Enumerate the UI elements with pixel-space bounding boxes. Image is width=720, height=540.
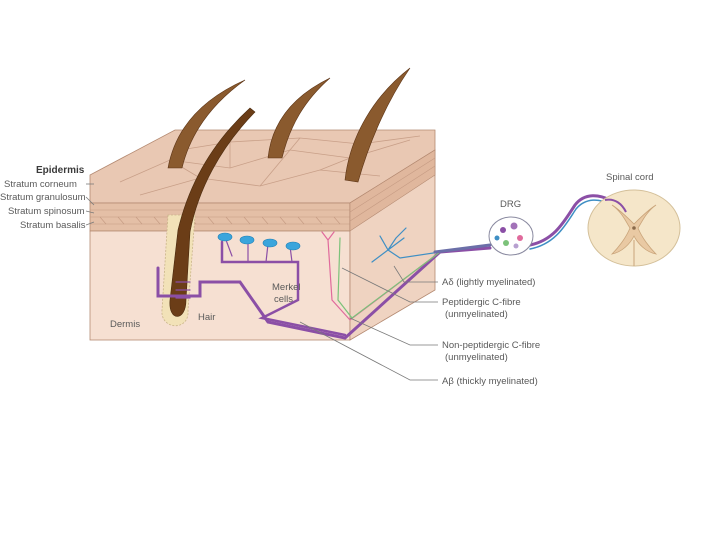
a-beta-fibre-hair — [156, 246, 492, 340]
peptidergic-label-line2: (unmyelinated) — [445, 309, 508, 320]
drg-neuron-2 — [510, 222, 518, 230]
nonpeptidergic-label-line2: (unmyelinated) — [445, 352, 508, 363]
spinal-cord — [587, 189, 681, 267]
peptidergic-label-line1: Peptidergic C-fibre — [442, 297, 521, 308]
merkel-branches — [225, 239, 293, 263]
drg-label: DRG — [500, 199, 521, 210]
a-beta-hair-lanceolate — [175, 281, 191, 299]
hair-shafts — [167, 67, 411, 183]
fibre-leader-lines — [299, 265, 438, 381]
drg-neuron-5 — [494, 235, 500, 241]
a-delta-label: Aδ (lightly myelinated) — [442, 277, 535, 288]
a-beta-fibre-merkel — [220, 240, 347, 337]
merkel-cells-label-line1: Merkel — [272, 282, 301, 293]
drg-neuron-6 — [513, 243, 519, 249]
nonpeptidergic-label-line1: Non-peptidergic C-fibre — [442, 340, 540, 351]
hair-shaft-3 — [344, 67, 411, 183]
drg-neuron-4 — [503, 240, 509, 246]
merkel-cells-label-line2: cells — [274, 294, 293, 305]
nerve-fibres — [156, 194, 612, 340]
skin-block — [89, 129, 436, 341]
hair-shaft-1 — [167, 79, 246, 169]
a-delta-fibre — [371, 227, 441, 263]
stratum-corneum-label: Stratum corneum — [4, 179, 77, 190]
dorsal-root-entry — [604, 198, 627, 213]
merkel-cell-4 — [285, 241, 301, 251]
merkel-cell-2 — [239, 235, 255, 245]
epidermis-label: Epidermis — [36, 165, 85, 176]
merkel-cell-1 — [217, 232, 233, 242]
spinal-cord-label: Spinal cord — [606, 172, 654, 183]
hair-shaft-2 — [267, 77, 331, 159]
dermis-label: Dermis — [110, 319, 140, 330]
drg-ganglion — [488, 216, 534, 256]
stratum-basalis-label: Stratum basalis — [20, 220, 86, 231]
epidermis-cell-pattern — [90, 209, 350, 225]
drg-neuron-3 — [517, 235, 523, 241]
spinal-cord-central-canal — [632, 226, 636, 230]
epidermis-leader-lines — [85, 183, 95, 226]
dermis-front — [89, 230, 351, 341]
side-epidermis-pattern — [349, 157, 436, 222]
a-beta-label: Aβ (thickly myelinated) — [442, 376, 538, 387]
merkel-cells — [217, 232, 301, 251]
drg-neuron-1 — [500, 227, 506, 233]
nerve-bundle-to-drg — [433, 243, 492, 254]
skin-side-epidermis — [349, 149, 436, 232]
drg-body — [488, 216, 534, 256]
stratum-granulosum-label: Stratum granulosum — [0, 192, 86, 203]
stratum-spinosum-label: Stratum spinosum — [8, 206, 85, 217]
hair-label: Hair — [198, 312, 215, 323]
nerve-drg-to-spinal-cord-blue — [529, 199, 611, 250]
nonpeptidergic-c-fibre — [337, 237, 441, 319]
merkel-cell-3 — [262, 238, 278, 248]
nerve-drg-to-spinal-cord — [528, 194, 612, 247]
